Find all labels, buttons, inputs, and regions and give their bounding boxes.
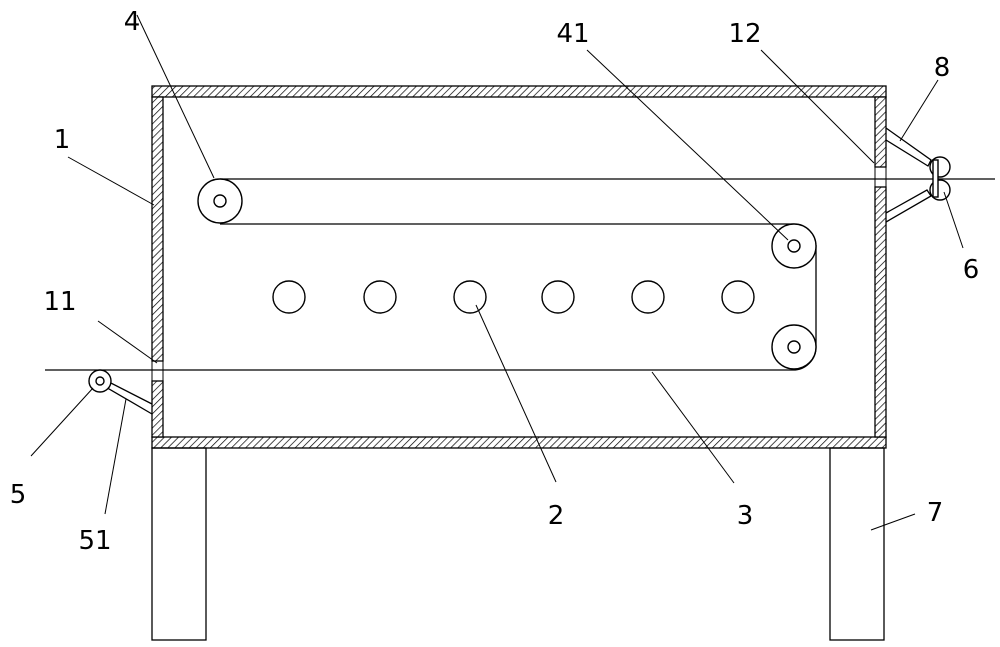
material-belt-3 (45, 178, 995, 371)
box-right-wall-upper (874, 96, 887, 168)
leg-right (829, 447, 885, 641)
roller-4 (197, 178, 243, 224)
heating-tubes-2 (272, 280, 755, 314)
box-top-wall (151, 85, 887, 98)
box-left-wall-lower (151, 380, 164, 438)
label-3: 3 (737, 501, 754, 531)
legs-7 (151, 447, 885, 641)
label-41: 41 (556, 19, 589, 49)
leg-left (151, 447, 207, 641)
label-5: 5 (10, 480, 27, 510)
label-12: 12 (728, 19, 761, 49)
box-left-wall-upper (151, 96, 164, 362)
roller-41-lower (771, 324, 817, 370)
outlet-12 (874, 166, 887, 188)
label-4: 4 (124, 7, 141, 37)
part-labels: 1 4 41 12 8 6 11 5 51 2 3 7 (10, 7, 980, 556)
label-2: 2 (548, 501, 565, 531)
guide-rollers-6 (885, 127, 951, 223)
box-body (151, 85, 887, 449)
inlet-11 (151, 360, 164, 382)
label-8: 8 (934, 53, 951, 83)
label-11: 11 (43, 287, 76, 317)
label-1: 1 (54, 125, 71, 155)
label-51: 51 (78, 526, 111, 556)
box-right-wall-lower (874, 186, 887, 438)
guide-roller-5 (88, 369, 153, 415)
leader-lines (30, 14, 964, 531)
label-7: 7 (927, 498, 944, 528)
box-bottom-wall (151, 436, 887, 449)
label-6: 6 (963, 255, 980, 285)
